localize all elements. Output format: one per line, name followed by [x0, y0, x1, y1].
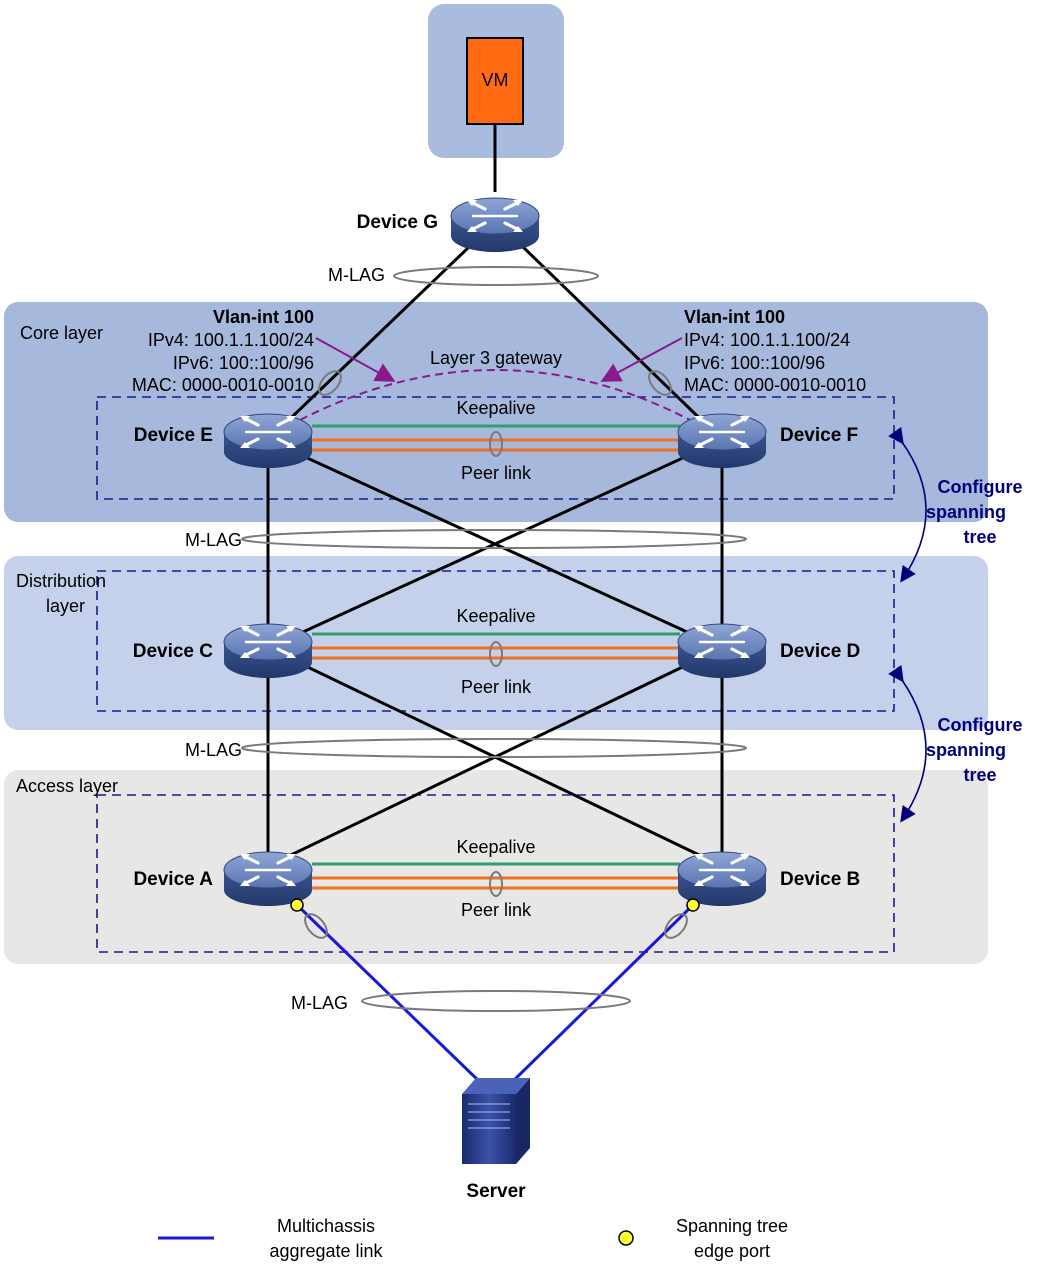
server-label: Server — [466, 1181, 526, 1202]
device-f-label: Device F — [780, 425, 858, 446]
gateway-label: Layer 3 gateway — [430, 348, 562, 368]
vlan-right-mac: MAC: 0000-0010-0010 — [684, 375, 866, 395]
core-peer-links — [312, 424, 680, 457]
keepalive-label-access: Keepalive — [456, 837, 535, 857]
mlag-label-server: M-LAG — [291, 993, 348, 1013]
core-layer-label: Core layer — [20, 323, 103, 343]
mlag-label-top: M-LAG — [328, 265, 385, 285]
keepalive-label-core: Keepalive — [456, 398, 535, 418]
peer-link-label-access: Peer link — [461, 900, 532, 920]
legend-edge-line1: Spanning tree — [676, 1216, 788, 1236]
peer-link-label-dist: Peer link — [461, 677, 532, 697]
device-b-icon[interactable] — [676, 850, 768, 908]
stp-upper-line2: spanning — [926, 502, 1006, 522]
legend-mlag-line1: Multichassis — [277, 1216, 375, 1236]
device-g-label: Device G — [357, 212, 438, 233]
mlag-label-dist-access: M-LAG — [185, 740, 242, 760]
device-b-label: Device B — [780, 869, 860, 890]
core-layer-band — [4, 302, 988, 522]
device-f-icon[interactable] — [676, 412, 768, 470]
uplinks — [266, 124, 724, 868]
vlan-right-ipv6: IPv6: 100::100/96 — [684, 353, 825, 373]
vlan-right-title: Vlan-int 100 — [684, 307, 785, 327]
device-g-icon[interactable] — [449, 196, 541, 254]
stp-upper-line1: Configure — [938, 477, 1023, 497]
device-a-label: Device A — [133, 869, 213, 890]
access-peer-links — [312, 862, 680, 897]
edge-port-a — [290, 898, 304, 912]
distribution-layer-label-1: Distribution — [16, 571, 106, 591]
distribution-layer-label-2: layer — [46, 596, 85, 616]
legend-edge-swatch — [618, 1230, 634, 1246]
stp-arc-upper — [888, 426, 927, 583]
vlan-left-ipv6: IPv6: 100::100/96 — [173, 353, 314, 373]
vm-box — [466, 37, 524, 125]
mlag-label-core-dist: M-LAG — [185, 530, 242, 550]
gateway-arrow-right — [600, 337, 683, 382]
device-e-icon[interactable] — [222, 412, 314, 470]
stp-lower-line2: spanning — [926, 740, 1006, 760]
vlan-left-ipv4: IPv4: 100.1.1.100/24 — [148, 330, 314, 350]
edge-port-b — [686, 898, 700, 912]
device-e-label: Device E — [134, 425, 213, 446]
device-d-label: Device D — [780, 641, 860, 662]
peer-link-label-core: Peer link — [461, 463, 532, 483]
vm-label: VM — [482, 70, 509, 90]
device-c-label: Device C — [133, 641, 214, 662]
keepalive-label-dist: Keepalive — [456, 606, 535, 626]
access-layer-label: Access layer — [16, 776, 118, 796]
access-mlag-group — [96, 794, 895, 953]
distribution-mlag-group — [96, 570, 895, 712]
stp-lower-line1: Configure — [938, 715, 1023, 735]
vlan-left-title: Vlan-int 100 — [213, 307, 314, 327]
device-c-icon[interactable] — [222, 622, 314, 680]
gateway-arc — [299, 369, 691, 421]
stp-lower-line3: tree — [963, 765, 996, 785]
stp-arc-lower — [888, 664, 927, 823]
legend-edge-line2: edge port — [694, 1241, 770, 1261]
device-a-icon[interactable] — [222, 850, 314, 908]
device-d-icon[interactable] — [676, 622, 768, 680]
server-icon[interactable] — [462, 1078, 530, 1164]
stp-upper-line3: tree — [963, 527, 996, 547]
gateway-arrow-left — [315, 337, 396, 382]
mlag-ellipses — [241, 266, 747, 1012]
vlan-left-mac: MAC: 0000-0010-0010 — [132, 375, 314, 395]
legend-mlag-line2: aggregate link — [269, 1241, 383, 1261]
access-layer-band — [4, 770, 988, 964]
vlan-right-ipv4: IPv4: 100.1.1.100/24 — [684, 330, 850, 350]
distribution-peer-links — [312, 632, 680, 667]
